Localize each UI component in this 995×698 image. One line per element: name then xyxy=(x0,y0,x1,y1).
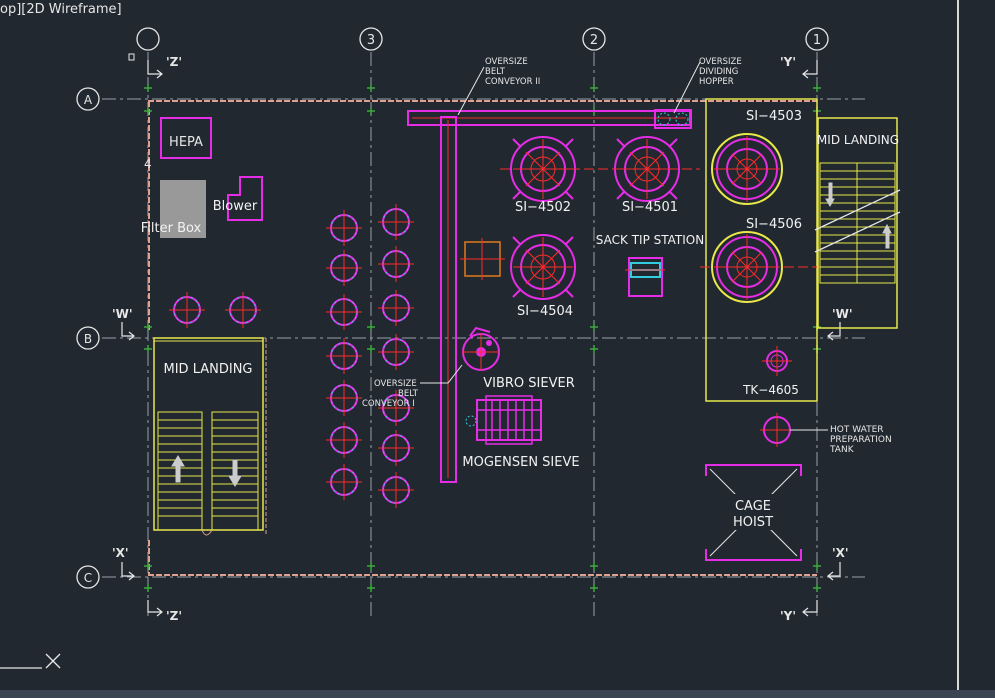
conveyor-ii-callout: OVERSIZE BELT CONVEYOR II xyxy=(457,57,540,116)
right-mid-landing-label: MID LANDING xyxy=(817,133,899,147)
cad-drawing[interactable]: 3 2 1 A B C 'Z' 'Y' 'W' 'W' 'X' 'X' ' xyxy=(0,0,957,690)
column-bubble-blank xyxy=(136,27,160,51)
si-4503-label: SI−4503 xyxy=(746,109,802,124)
conveyor-i-callout: OVERSIZE BELT CONVEYOR I xyxy=(362,364,463,409)
column-bubble-1: 1 xyxy=(805,27,829,51)
mogensen-sieve-label: MOGENSEN SIEVE xyxy=(462,455,579,470)
filter-box-label: Filter Box xyxy=(141,221,202,236)
column-bubble-3: 3 xyxy=(359,27,383,51)
column-label-2: 2 xyxy=(590,33,598,48)
tank-tk-4605[interactable]: TK−4605 xyxy=(742,346,799,397)
cage-hoist[interactable]: CAGE HOIST xyxy=(705,464,802,561)
silo-si-4504[interactable]: SI−4504 xyxy=(510,234,576,319)
row-bubble-a: A xyxy=(76,87,100,111)
hot-water-line3: TANK xyxy=(829,445,855,455)
cage-hoist-line2: HOIST xyxy=(733,515,773,530)
viewport-label[interactable]: op][2D Wireframe] xyxy=(0,2,122,17)
stair-arrows-icon xyxy=(171,455,242,487)
silo-si-4501[interactable]: SI−4501 xyxy=(614,136,680,215)
orange-equipment[interactable] xyxy=(460,238,505,280)
silo-room[interactable] xyxy=(705,98,818,402)
vibro-siever[interactable]: VIBRO SIEVER xyxy=(462,326,575,391)
mogensen-sieve[interactable]: MOGENSEN SIEVE xyxy=(462,395,580,470)
marker-y-top: 'Y' xyxy=(780,55,796,69)
marker-x-right: 'X' xyxy=(832,546,849,560)
hepa-label: HEPA xyxy=(169,135,203,150)
conveyor-ii-line3: CONVEYOR II xyxy=(485,77,540,87)
hot-water-tank[interactable]: HOT WATER PREPARATION TANK xyxy=(760,413,892,455)
left-mid-landing-label: MID LANDING xyxy=(164,362,253,377)
marker-z-top: 'Z' xyxy=(166,55,182,69)
hopper-line1: OVERSIZE xyxy=(699,57,742,67)
section-marker-labels: 'Z' 'Y' 'W' 'W' 'X' 'X' 'Z' 'Y' xyxy=(112,55,853,623)
left-mid-landing[interactable]: MID LANDING xyxy=(153,337,267,536)
marker-z-bottom: 'Z' xyxy=(166,609,182,623)
sack-tip-station[interactable]: SACK TIP STATION xyxy=(596,233,704,297)
right-panel xyxy=(957,0,995,690)
tank-column-left[interactable] xyxy=(325,209,363,501)
silo-si-4502[interactable]: SI−4502 xyxy=(510,136,576,215)
right-mid-landing[interactable]: MID LANDING xyxy=(814,117,901,329)
marker-x-left: 'X' xyxy=(112,546,129,560)
belt-conveyor-i[interactable] xyxy=(440,116,457,483)
si-4506-label: SI−4506 xyxy=(746,217,802,232)
blower-label: Blower xyxy=(213,199,258,214)
right-stair-arrows-icon xyxy=(825,182,892,249)
section-markers xyxy=(121,60,841,617)
si-4502-label: SI−4502 xyxy=(515,200,571,215)
row-label-c: C xyxy=(84,571,92,585)
sack-tip-label: SACK TIP STATION xyxy=(596,233,704,247)
hopper-line3: HOPPER xyxy=(699,77,734,87)
column-label-3: 3 xyxy=(367,33,375,48)
level-number: 4 xyxy=(144,157,152,171)
tk-4605-label: TK−4605 xyxy=(742,383,799,397)
cage-hoist-line1: CAGE xyxy=(735,499,771,514)
marker-y-bottom: 'Y' xyxy=(780,609,796,623)
column-label-1: 1 xyxy=(813,33,821,48)
row-bubble-b: B xyxy=(76,326,100,350)
left-small-tanks[interactable] xyxy=(168,291,262,329)
row-bubble-c: C xyxy=(76,565,100,589)
column-bubble-2: 2 xyxy=(582,27,606,51)
hot-water-line2: PREPARATION xyxy=(830,435,892,445)
si-4501-label: SI−4501 xyxy=(622,200,678,215)
marker-w-right: 'W' xyxy=(832,307,853,321)
small-square-marker xyxy=(128,53,135,61)
hot-water-line1: HOT WATER xyxy=(830,425,884,435)
marker-w-left: 'W' xyxy=(112,307,133,321)
row-label-b: B xyxy=(84,332,92,346)
si-4504-label: SI−4504 xyxy=(517,304,573,319)
tank-column-right[interactable] xyxy=(377,203,415,509)
hepa-unit[interactable]: HEPA xyxy=(160,117,212,159)
conveyor-i-line3: CONVEYOR I xyxy=(362,399,415,409)
blower-unit[interactable]: Blower xyxy=(213,176,263,221)
ucs-icon xyxy=(0,653,61,669)
hopper-line2: DIVIDING xyxy=(699,67,738,77)
filter-box[interactable]: Filter Box xyxy=(141,180,206,238)
row-label-a: A xyxy=(84,93,93,107)
conveyor-ii-line1: OVERSIZE xyxy=(485,57,528,67)
conveyor-i-line1: OVERSIZE xyxy=(374,379,417,389)
silo-si-4503[interactable]: SI−4503 xyxy=(711,109,802,205)
dividing-hopper[interactable]: OVERSIZE DIVIDING HOPPER xyxy=(654,57,742,129)
bottom-strip xyxy=(0,690,995,698)
silo-si-4506[interactable]: SI−4506 xyxy=(711,217,802,303)
grid-lines xyxy=(102,52,865,620)
conveyor-i-line2: BELT xyxy=(398,389,419,399)
conveyor-ii-line2: BELT xyxy=(485,67,506,77)
vibro-siever-label: VIBRO SIEVER xyxy=(483,376,574,391)
